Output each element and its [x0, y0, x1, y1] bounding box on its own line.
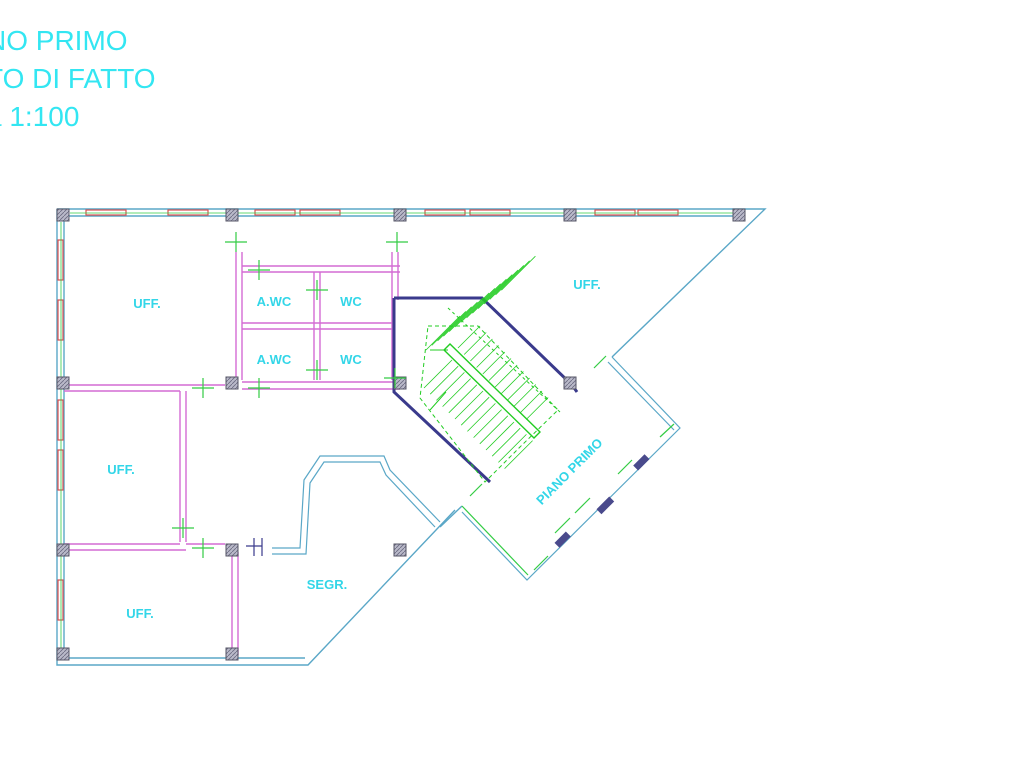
stair-tread — [483, 269, 519, 305]
segr-partition — [272, 455, 441, 555]
stair-tread — [495, 260, 530, 296]
room-label-wc-upper: WC — [340, 294, 362, 309]
stair-tread — [504, 440, 533, 469]
stair-tread — [513, 384, 537, 407]
stair-tread — [448, 297, 484, 332]
stair-tread — [429, 365, 459, 395]
landing-dashes — [554, 459, 633, 534]
stair-tread — [467, 403, 496, 432]
title-line-2: TO DI FATTO — [0, 63, 156, 94]
stair-tread — [491, 427, 521, 457]
room-label-uff-top-left: UFF. — [133, 296, 160, 311]
stair-tread — [485, 421, 515, 451]
green-wall-lines — [60, 212, 740, 650]
room-label-piano-primo: PIANO PRIMO — [533, 435, 605, 507]
stair-tread — [498, 434, 527, 463]
partitions — [64, 252, 400, 655]
room-label-wc-lower: WC — [340, 352, 362, 367]
room-label-awc-upper: A.WC — [257, 294, 292, 309]
stair — [419, 307, 561, 483]
room-label-segr: SEGR. — [307, 577, 347, 592]
stair-tread — [489, 265, 525, 300]
stair-tread — [454, 390, 484, 420]
landing-marks — [461, 355, 675, 576]
stair-tread — [519, 390, 543, 414]
stair-tread — [501, 255, 536, 291]
stair-tread — [479, 415, 509, 445]
landing-dark-marks — [554, 454, 650, 548]
stair-tread — [488, 358, 512, 381]
stair-treads — [423, 255, 549, 469]
stair-tread — [423, 359, 453, 389]
stair-tread — [443, 301, 478, 337]
title-line-3: a 1:100 — [0, 101, 80, 132]
stair-tread — [466, 283, 501, 319]
title-block: NO PRIMO TO DI FATTO a 1:100 — [0, 22, 156, 136]
stair-tread — [460, 396, 490, 426]
stair-tread — [525, 397, 549, 420]
stair-tread — [472, 278, 507, 314]
stair-tread — [477, 274, 513, 309]
stair-tread — [501, 371, 524, 394]
outer-walls — [56, 208, 767, 666]
stair-tread — [460, 288, 496, 323]
stair-tread — [431, 311, 467, 346]
door-markers — [172, 232, 408, 558]
stair-tread — [436, 372, 465, 401]
stair-tread — [507, 377, 530, 401]
stair-tread — [442, 378, 471, 407]
stair-tread — [448, 384, 478, 414]
stair-tread — [476, 345, 499, 368]
stair-tread — [473, 409, 502, 438]
stair-tread — [494, 364, 518, 388]
windows — [57, 209, 679, 621]
room-label-uff-mid-left: UFF. — [107, 462, 134, 477]
room-label-uff-top-right: UFF. — [573, 277, 600, 292]
columns — [56, 208, 746, 661]
stair-tread — [482, 351, 506, 375]
stair-tread — [425, 315, 461, 351]
stair-tread — [437, 306, 472, 342]
room-label-uff-bottom-left: UFF. — [126, 606, 153, 621]
title-line-1: NO PRIMO — [0, 25, 128, 56]
stair-tread — [457, 325, 481, 349]
stair-tread — [470, 338, 493, 362]
stair-tread — [463, 332, 487, 355]
stair-tread — [454, 292, 490, 328]
room-label-awc-lower: A.WC — [257, 352, 292, 367]
